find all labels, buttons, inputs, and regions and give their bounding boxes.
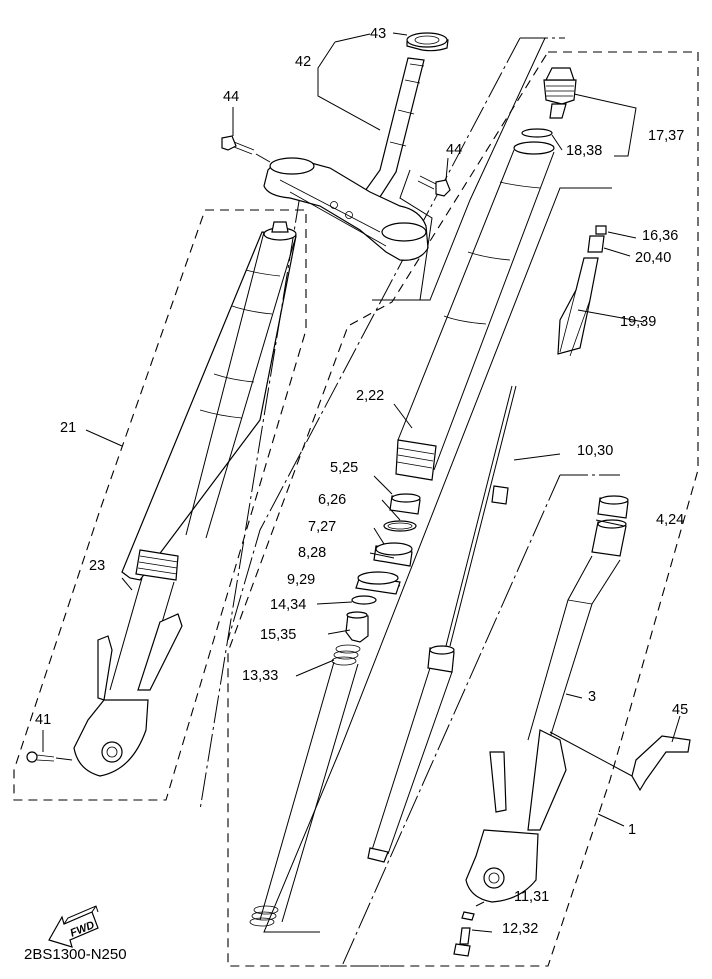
bolt-44-right: [417, 175, 451, 197]
outer-tube-2-22: [395, 141, 555, 481]
callout-20-40: 20,40: [635, 250, 671, 266]
callout-4-24: 4,24: [656, 512, 684, 528]
callout-8-28: 8,28: [298, 545, 326, 561]
leader-lines: [42, 32, 681, 933]
damper-rod: [367, 385, 517, 863]
callout-17-37: 17,37: [648, 128, 684, 144]
callout-43: 43: [370, 26, 386, 42]
fwd-arrow-icon: FWD: [48, 905, 99, 948]
fork-cap-bolt: [543, 67, 577, 119]
callout-44-left: 44: [223, 89, 239, 105]
callout-44-right: 44: [446, 142, 462, 158]
callout-41: 41: [35, 712, 51, 728]
washer-11: [461, 911, 475, 921]
callout-10-30: 10,30: [577, 443, 613, 459]
callout-12-32: 12,32: [502, 921, 538, 937]
drawing-code: 2BS1300-N250: [24, 946, 127, 963]
inner-tube-3: [527, 495, 629, 745]
steering-stem: [358, 32, 449, 201]
triple-clamp: [263, 157, 429, 261]
callout-2-22: 2,22: [356, 388, 384, 404]
callout-7-27: 7,27: [308, 519, 336, 535]
cartridge-bracket: [372, 37, 546, 301]
bolt-12: [453, 927, 471, 957]
bolt-41: [26, 751, 73, 763]
right-fork-lower: [465, 729, 567, 903]
callout-23: 23: [89, 558, 105, 574]
callout-5-25: 5,25: [330, 460, 358, 476]
callout-45: 45: [672, 702, 688, 718]
bracket-45: [549, 731, 691, 792]
callout-14-34: 14,34: [270, 597, 306, 613]
callout-21: 21: [60, 420, 76, 436]
inner-rod-group-boundary: [263, 187, 612, 933]
callout-11-31: 11,31: [514, 889, 549, 905]
inner-tube-group-boundary: [341, 474, 620, 967]
assembly-21-boundary: [13, 209, 307, 801]
o-ring: [521, 128, 553, 138]
callout-16-36: 16,36: [642, 228, 678, 244]
assembly-1-boundary: [227, 51, 699, 967]
callout-15-35: 15,35: [260, 627, 296, 643]
callout-42: 42: [295, 54, 311, 70]
bolt-44-bracket: [399, 169, 433, 301]
callout-18-38: 18,38: [566, 143, 602, 159]
seal-stack: [345, 493, 421, 643]
cartridge-parts: [557, 225, 607, 357]
fork-axis-line: [199, 194, 301, 811]
callout-9-29: 9,29: [287, 572, 315, 588]
callout-1: 1: [628, 822, 636, 838]
left-fork-outer-tube: [121, 221, 297, 581]
callout-6-26: 6,26: [318, 492, 346, 508]
callout-3: 3: [588, 689, 596, 705]
left-fork-lower: [73, 577, 183, 777]
fork-spring: [249, 644, 361, 927]
callout-13-33: 13,33: [242, 668, 278, 684]
outer-tube-group-boundary: [227, 37, 565, 641]
bolt-44-left: [221, 135, 271, 163]
callout-19-39: 19,39: [620, 314, 656, 330]
